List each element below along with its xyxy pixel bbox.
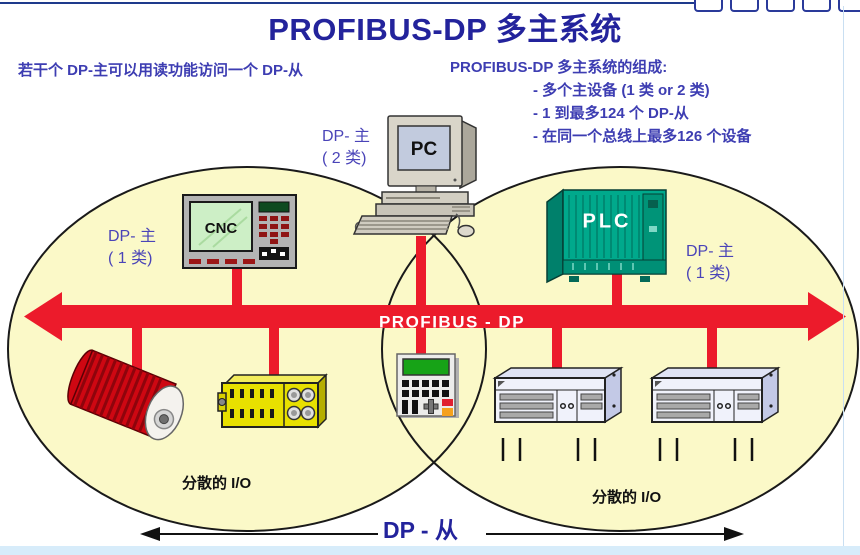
page-title: PROFIBUS-DP 多主系统 [268, 12, 622, 47]
plc-role-label: DP- 主 ( 1 类) [686, 243, 735, 282]
composition-item: - 在同一个总线上最多126 个设备 [533, 128, 752, 145]
pc-role-label: DP- 主 ( 2 类) [322, 128, 371, 167]
pc-screen-label: PC [411, 139, 438, 160]
io-rack-wires [501, 438, 754, 461]
distributed-io-label-left: 分散的 I/O [182, 475, 252, 492]
slide-nav-button[interactable] [766, 0, 795, 12]
slide-nav-buttons [694, 0, 860, 12]
network-segments [7, 166, 859, 532]
et200-device [217, 373, 328, 429]
bus-label: PROFIBUS - DP [379, 312, 525, 331]
slide-nav-button[interactable] [730, 0, 759, 12]
composition-heading: PROFIBUS-DP 多主系统的组成: [450, 59, 668, 76]
composition-block: PROFIBUS-DP 多主系统的组成: - 多个主设备 (1 类 or 2 类… [450, 56, 751, 148]
plc-device: PLC [546, 188, 667, 284]
dp-slave-label: DP - 从 [383, 517, 458, 543]
profibus-bus: PROFIBUS - DP [24, 292, 846, 341]
bottom-bar [0, 546, 860, 555]
slide-nav-button[interactable] [802, 0, 831, 12]
right-edge-rule [843, 6, 844, 546]
plc-screen-label: PLC [583, 210, 632, 232]
cnc-device: CNC [182, 194, 297, 269]
composition-item: - 1 到最多124 个 DP-从 [533, 105, 689, 122]
top-divider [0, 2, 694, 4]
distributed-io-label-right: 分散的 I/O [592, 489, 662, 506]
operator-panel-device [396, 353, 459, 418]
motor-device [67, 349, 185, 441]
cnc-role-label: DP- 主 ( 1 类) [108, 228, 157, 267]
cnc-screen-label: CNC [205, 220, 238, 237]
pc-device: PC [352, 115, 477, 238]
slide-nav-button[interactable] [694, 0, 723, 12]
composition-item: - 多个主设备 (1 类 or 2 类) [533, 82, 710, 99]
io-rack-left [494, 367, 622, 423]
dp-slave-span-arrow [140, 527, 744, 541]
io-rack-right [651, 367, 779, 423]
left-note: 若干个 DP-主可以用读功能访问一个 DP-从 [18, 62, 304, 79]
